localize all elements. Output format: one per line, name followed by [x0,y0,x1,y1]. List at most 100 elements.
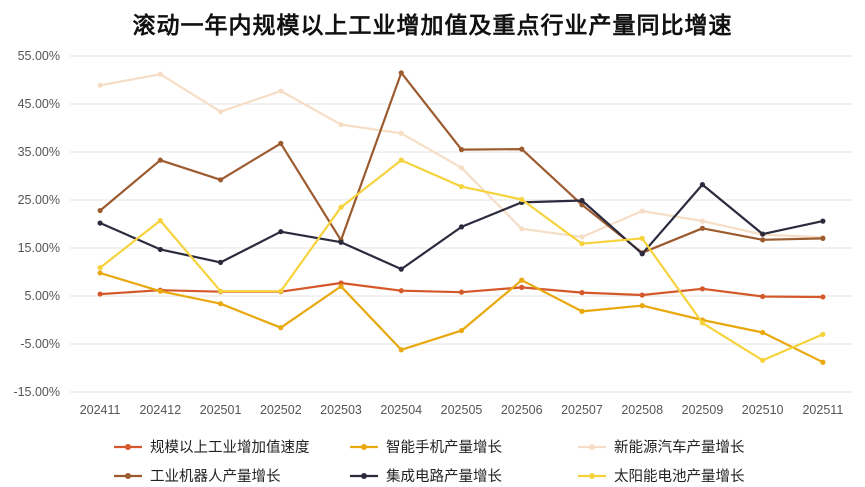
y-tick-label: 25.00% [18,193,60,207]
series-point-0 [579,290,585,296]
y-tick-label: 55.00% [18,49,60,63]
series-point-4 [699,182,706,188]
series-point-2 [519,226,525,232]
x-tick-label: 202506 [501,403,543,417]
series-point-3 [97,207,103,214]
series-point-1 [217,301,224,307]
legend-item-5: 太阳能电池产量增长 [576,465,812,486]
series-point-2 [699,218,706,224]
series-point-2 [338,122,344,128]
legend-item-2: 新能源汽车产量增长 [576,436,812,457]
legend-swatch-marker [361,472,367,479]
legend-swatch-4 [350,472,378,479]
series-point-5 [820,331,826,337]
chart-title: 滚动一年内规模以上工业增加值及重点行业产量同比增速 [132,13,733,39]
series-point-2 [579,234,585,240]
series-point-0 [519,284,525,290]
series-point-4 [157,246,163,253]
series-point-3 [699,225,706,231]
x-tick-label: 202505 [441,403,483,417]
series-point-4 [579,197,585,204]
legend-swatch-marker [125,443,131,450]
series-point-1 [97,270,103,276]
x-tick-label: 202509 [682,403,724,417]
y-tick-label: 35.00% [18,145,60,159]
x-tick-label: 202503 [320,403,362,417]
series-point-5 [338,204,344,210]
y-tick-label: 45.00% [18,97,60,111]
legend-swatch-0 [114,443,142,450]
series-point-0 [699,286,706,292]
series-point-4 [398,266,404,272]
legend-item-0: 规模以上工业增加值速度 [112,436,348,457]
y-tick-label: -15.00% [13,385,60,399]
series-point-4 [97,220,103,226]
series-point-2 [458,165,465,171]
series-point-5 [157,218,163,224]
series-line-2 [99,73,823,239]
x-tick-label: 202412 [139,403,181,417]
legend-swatch-marker [125,472,131,479]
series-point-5 [699,320,706,326]
series-point-3 [278,140,284,146]
series-point-3 [217,177,224,183]
x-tick-label: 202507 [561,403,603,417]
series-point-1 [458,327,465,334]
x-tick-label: 202501 [200,403,242,417]
x-tick-label: 202411 [80,403,121,417]
series-point-5 [519,196,525,203]
series-point-4 [458,224,465,230]
series-point-2 [398,130,404,136]
series-point-5 [458,183,465,190]
series-point-2 [157,71,163,77]
series-point-1 [338,283,344,289]
series-point-0 [97,291,103,297]
series-point-5 [579,241,585,247]
legend-swatch-2 [578,443,606,450]
series-point-4 [639,251,645,257]
legend: 规模以上工业增加值速度 智能手机产量增长 新能源汽车产量增长工业机器人产量增长 集成电… [112,436,832,486]
series-point-0 [458,289,465,295]
legend-label: 智能手机产量增长 [386,440,502,456]
series-point-3 [398,70,404,76]
series-point-2 [217,109,224,115]
series-point-5 [760,357,766,363]
series-point-3 [579,202,585,208]
series-point-1 [820,359,826,365]
x-tick-label: 202502 [260,403,302,417]
legend-item-4: 集成电路产量增长 [348,465,576,486]
series-point-1 [579,308,585,314]
series-point-1 [157,288,163,294]
legend-label: 集成电路产量增长 [386,469,502,485]
legend-label: 新能源汽车产量增长 [614,440,745,456]
series-point-3 [458,147,465,153]
series-point-4 [338,239,344,245]
series-point-4 [278,229,284,235]
series-point-1 [519,277,525,283]
series-point-1 [398,347,404,353]
series-point-2 [278,88,284,94]
y-tick-label: -5.00% [20,337,60,351]
legend-swatch-5 [578,472,606,479]
y-tick-label: 5.00% [25,289,60,303]
legend-label: 工业机器人产量增长 [150,469,281,485]
series-point-2 [97,82,103,88]
legend-swatch-3 [114,472,142,479]
series-point-5 [398,157,404,163]
series-point-3 [157,157,163,163]
x-tick-label: 202510 [742,403,784,417]
x-tick-label: 202504 [380,403,422,417]
y-tick-label: 15.00% [18,241,60,255]
series-point-4 [217,259,224,265]
legend-label: 规模以上工业增加值速度 [150,440,310,456]
legend-swatch-1 [350,443,378,450]
series-point-2 [639,208,645,214]
series-point-0 [820,294,826,300]
series-point-5 [639,235,645,241]
legend-item-3: 工业机器人产量增长 [112,465,348,486]
legend-swatch-marker [361,443,367,450]
legend-label: 太阳能电池产量增长 [614,469,745,485]
x-tick-label: 202508 [621,403,663,417]
